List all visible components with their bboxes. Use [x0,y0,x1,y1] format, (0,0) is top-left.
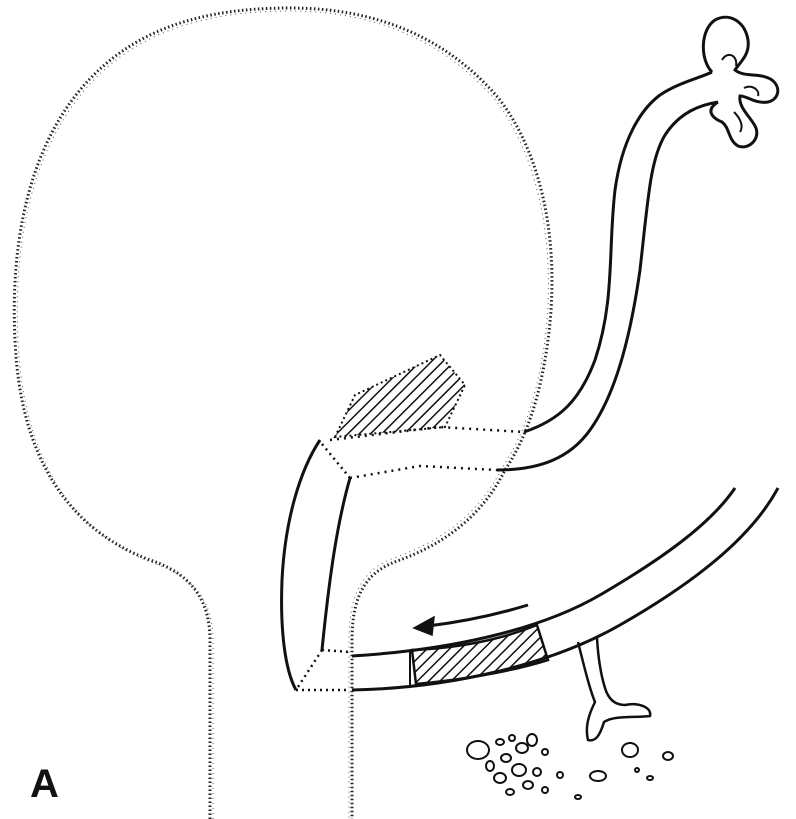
branching-vessel [578,638,650,740]
ureter-loop [282,72,718,690]
renal-pelvis [703,17,777,147]
diverticulum-neck-hatch [335,355,465,437]
bladder-outline [14,8,552,819]
stone-fragments [467,734,673,799]
panel-label: A [30,764,59,804]
